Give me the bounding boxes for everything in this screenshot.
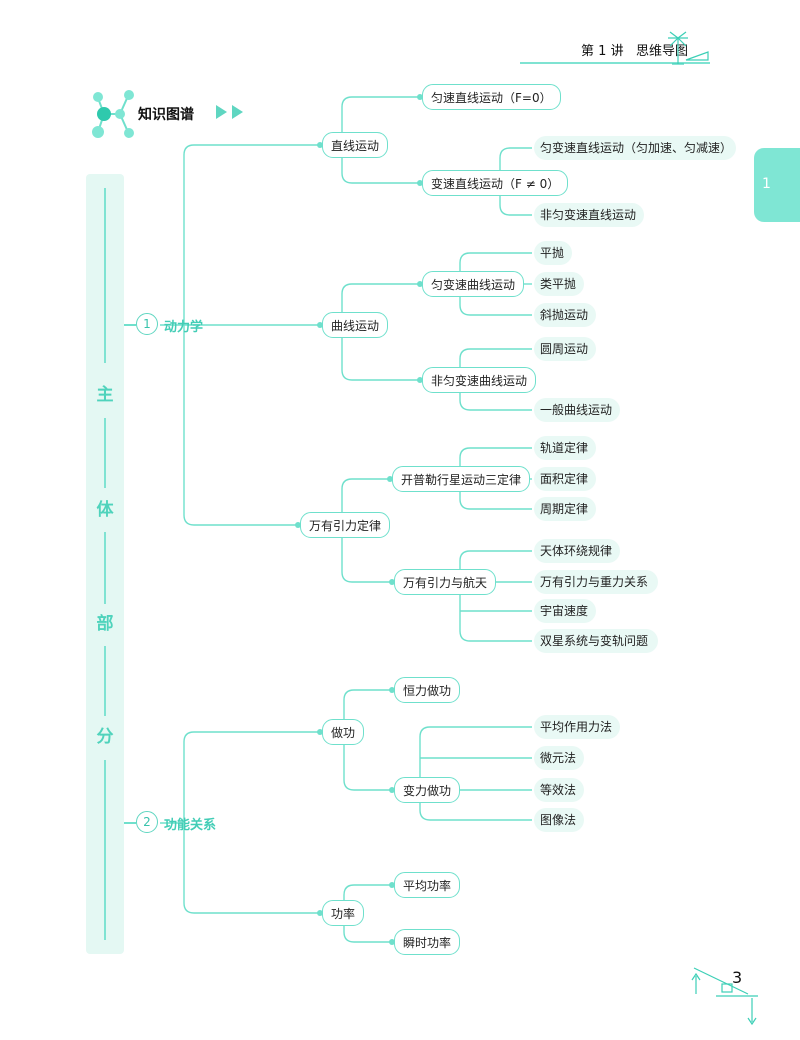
header-underline <box>520 62 710 64</box>
chapter-tab-number: 1 <box>762 176 771 192</box>
leaf-nonuniform-linear[interactable]: 非匀变速直线运动 <box>540 208 637 222</box>
leaf-tint <box>534 599 596 623</box>
leaf-equivalent-method[interactable]: 等效法 <box>540 783 577 797</box>
leaf-tint <box>534 497 596 521</box>
leaf-infinitesimal-method[interactable]: 微元法 <box>540 751 577 765</box>
leaf-period-law[interactable]: 周期定律 <box>540 502 589 516</box>
section-title: 知识图谱 <box>138 107 194 123</box>
leaf-quasi-projectile[interactable]: 类平抛 <box>540 277 577 291</box>
node-work[interactable]: 做功 <box>322 719 365 745</box>
double-play-icon <box>216 105 243 119</box>
vertical-divider <box>104 532 106 604</box>
leaf-average-force-method[interactable]: 平均作用力法 <box>540 720 613 734</box>
branch-connector <box>124 822 136 824</box>
node-nonuniform-curve[interactable]: 非匀变速曲线运动 <box>422 367 537 393</box>
leaf-tint <box>534 436 596 460</box>
vertical-divider <box>104 188 106 363</box>
network-nodes-icon <box>92 90 134 138</box>
page-number: 3 <box>732 968 743 987</box>
leaf-orbit-law[interactable]: 轨道定律 <box>540 441 589 455</box>
leaf-orbit-rules[interactable]: 天体环绕规律 <box>540 544 613 558</box>
node-kepler-laws[interactable]: 开普勒行星运动三定律 <box>392 466 531 492</box>
leaf-tint <box>534 203 644 227</box>
lesson-title: 思维导图 <box>635 44 688 59</box>
node-variable-force-work[interactable]: 变力做功 <box>394 777 461 803</box>
branch-number-1: 1 <box>136 313 158 335</box>
node-average-power[interactable]: 平均功率 <box>394 872 461 898</box>
leaf-tint <box>534 136 736 160</box>
leaf-projectile[interactable]: 平抛 <box>540 246 565 260</box>
leaf-tint <box>534 746 584 770</box>
lesson-header: 第 1 讲 思维导图 <box>581 40 688 59</box>
node-linear-motion[interactable]: 直线运动 <box>322 132 389 158</box>
branch-label-dynamics[interactable]: 动力学 <box>164 320 204 335</box>
leaf-cosmic-velocity[interactable]: 宇宙速度 <box>540 604 589 618</box>
incline-diagram-icon <box>691 967 758 1026</box>
node-uniform-linear[interactable]: 匀速直线运动（F=0） <box>422 84 561 110</box>
branch-label-energy[interactable]: 功能关系 <box>164 818 217 833</box>
leaf-uniform-var-linear[interactable]: 匀变速直线运动（匀加速、匀减速） <box>540 141 733 155</box>
node-uniform-var-curve[interactable]: 匀变速曲线运动 <box>422 271 525 297</box>
vertical-divider <box>104 418 106 488</box>
node-variable-linear[interactable]: 变速直线运动（F ≠ 0） <box>422 170 569 196</box>
lesson-number: 第 1 讲 <box>581 44 624 59</box>
vertical-char: 分 <box>96 727 114 747</box>
leaf-tint <box>534 715 620 739</box>
leaf-circular-motion[interactable]: 圆周运动 <box>540 342 589 356</box>
node-gravitation-spaceflight[interactable]: 万有引力与航天 <box>394 569 497 595</box>
leaf-tint <box>534 272 584 296</box>
node-curvilinear-motion[interactable]: 曲线运动 <box>322 312 389 338</box>
leaf-tint <box>534 629 658 653</box>
vertical-char: 主 <box>96 385 114 405</box>
node-power[interactable]: 功率 <box>322 900 365 926</box>
node-constant-force-work[interactable]: 恒力做功 <box>394 677 461 703</box>
vertical-char: 部 <box>96 614 114 634</box>
leaf-tint <box>534 241 572 265</box>
leaf-oblique-projectile[interactable]: 斜抛运动 <box>540 308 589 322</box>
branch-number-2: 2 <box>136 811 158 833</box>
leaf-tint <box>534 467 596 491</box>
leaf-general-curve[interactable]: 一般曲线运动 <box>540 403 613 417</box>
leaf-tint <box>534 337 596 361</box>
leaf-tint <box>534 778 584 802</box>
branch-connector <box>124 324 136 326</box>
chapter-tab[interactable] <box>754 148 800 222</box>
windmill-icon <box>668 31 709 65</box>
leaf-gravity-relation[interactable]: 万有引力与重力关系 <box>540 575 649 589</box>
leaf-tint <box>534 570 658 594</box>
leaf-tint <box>534 808 584 832</box>
node-instant-power[interactable]: 瞬时功率 <box>394 929 461 955</box>
leaf-tint <box>534 303 596 327</box>
leaf-area-law[interactable]: 面积定律 <box>540 472 589 486</box>
node-gravitation-law[interactable]: 万有引力定律 <box>300 512 391 538</box>
leaf-binary-star[interactable]: 双星系统与变轨问题 <box>540 634 649 648</box>
vertical-char: 体 <box>96 500 114 520</box>
vertical-divider <box>104 760 106 940</box>
leaf-tint <box>534 398 620 422</box>
vertical-divider <box>104 646 106 716</box>
leaf-tint <box>534 539 620 563</box>
leaf-graph-method[interactable]: 图像法 <box>540 813 577 827</box>
